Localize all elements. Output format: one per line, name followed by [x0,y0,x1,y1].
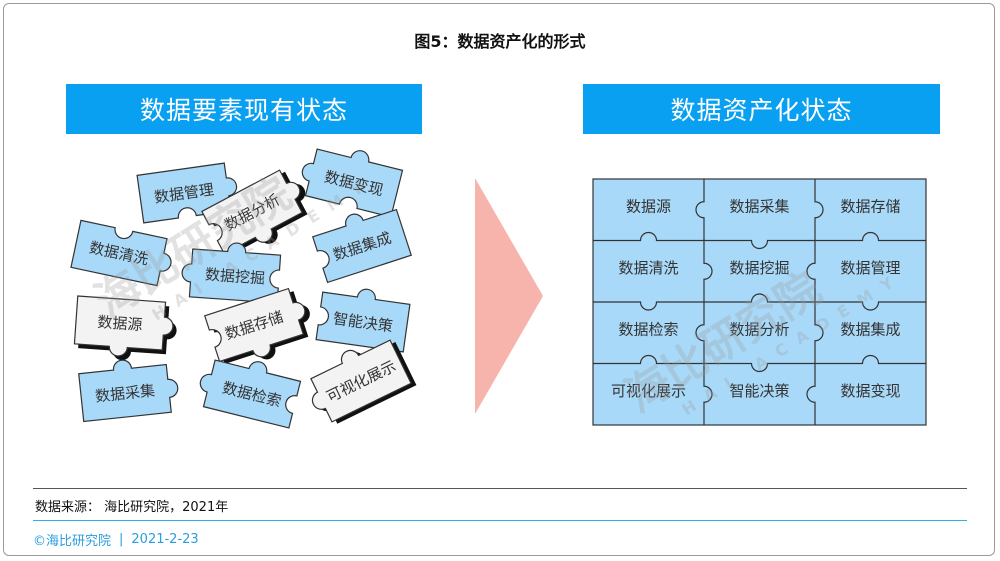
grid-cell-label: 数据存储 [840,197,900,215]
piece-shape [315,288,411,353]
piece-shape [311,208,413,284]
grid-cell-label: 数据采集 [729,197,789,215]
right-panel-header: 数据资产化状态 [583,84,940,134]
piece-shape [199,359,302,429]
piece-shape [73,295,174,357]
piece-label: 数据源 [97,313,143,334]
grid-cell-label: 数据源 [626,197,671,215]
puzzle-piece: 数据采集 [78,359,179,423]
puzzle-piece: 智能决策 [315,288,411,353]
grid-cell-label: 数据检索 [618,320,678,338]
piece-label: 数据挖掘 [204,265,265,287]
piece-shape [310,339,412,423]
puzzle-piece: 数据变现 [301,148,404,218]
footer-date: 2021-2-23 [131,532,199,547]
piece-shape [301,148,404,218]
piece-shape [70,219,172,287]
piece-shape [181,242,282,304]
footer: ©海比研究院 | 2021-2-23 [33,530,199,549]
grid-cell-label: 数据清洗 [618,259,678,277]
grid-cell-label: 数据分析 [729,320,789,338]
transition-arrow [475,178,543,414]
figure-title: 图5：数据资产化的形式 [414,32,586,51]
source-note: 数据来源： 海比研究院，2021年 [35,500,229,515]
puzzle-piece: 数据分析 [201,169,308,256]
puzzle-piece: 数据挖掘 [181,242,282,304]
grid-cell-label: 智能决策 [729,382,789,400]
puzzle-piece: 数据清洗 [70,219,172,287]
grid-cell-label: 数据挖掘 [729,259,789,277]
puzzle-piece: 数据存储 [203,287,310,364]
slide-frame [3,3,995,556]
puzzle-piece: 数据集成 [311,208,413,284]
piece-shape [201,169,303,255]
footer-divider [33,520,967,521]
grid-cell-label: 可视化展示 [611,382,686,400]
grid-seams [593,179,926,425]
grid-background [592,178,927,426]
grid-cell-label: 数据变现 [840,382,900,400]
piece-shape [203,287,306,363]
footer-copyright: ©海比研究院 [33,534,112,549]
grid-cell-label: 数据集成 [840,320,900,338]
source-divider [33,488,967,489]
grid-cell-label: 数据管理 [840,259,900,277]
left-panel-header: 数据要素现有状态 [66,84,422,134]
footer-separator: | [119,532,124,547]
puzzle-piece: 数据源 [73,295,177,361]
piece-shape [78,359,179,423]
scattered-puzzle-pieces: 数据管理数据变现数据分析数据清洗数据集成数据挖掘数据源数据存储智能决策数据采集数… [70,148,417,429]
puzzle-piece: 数据检索 [199,359,302,429]
